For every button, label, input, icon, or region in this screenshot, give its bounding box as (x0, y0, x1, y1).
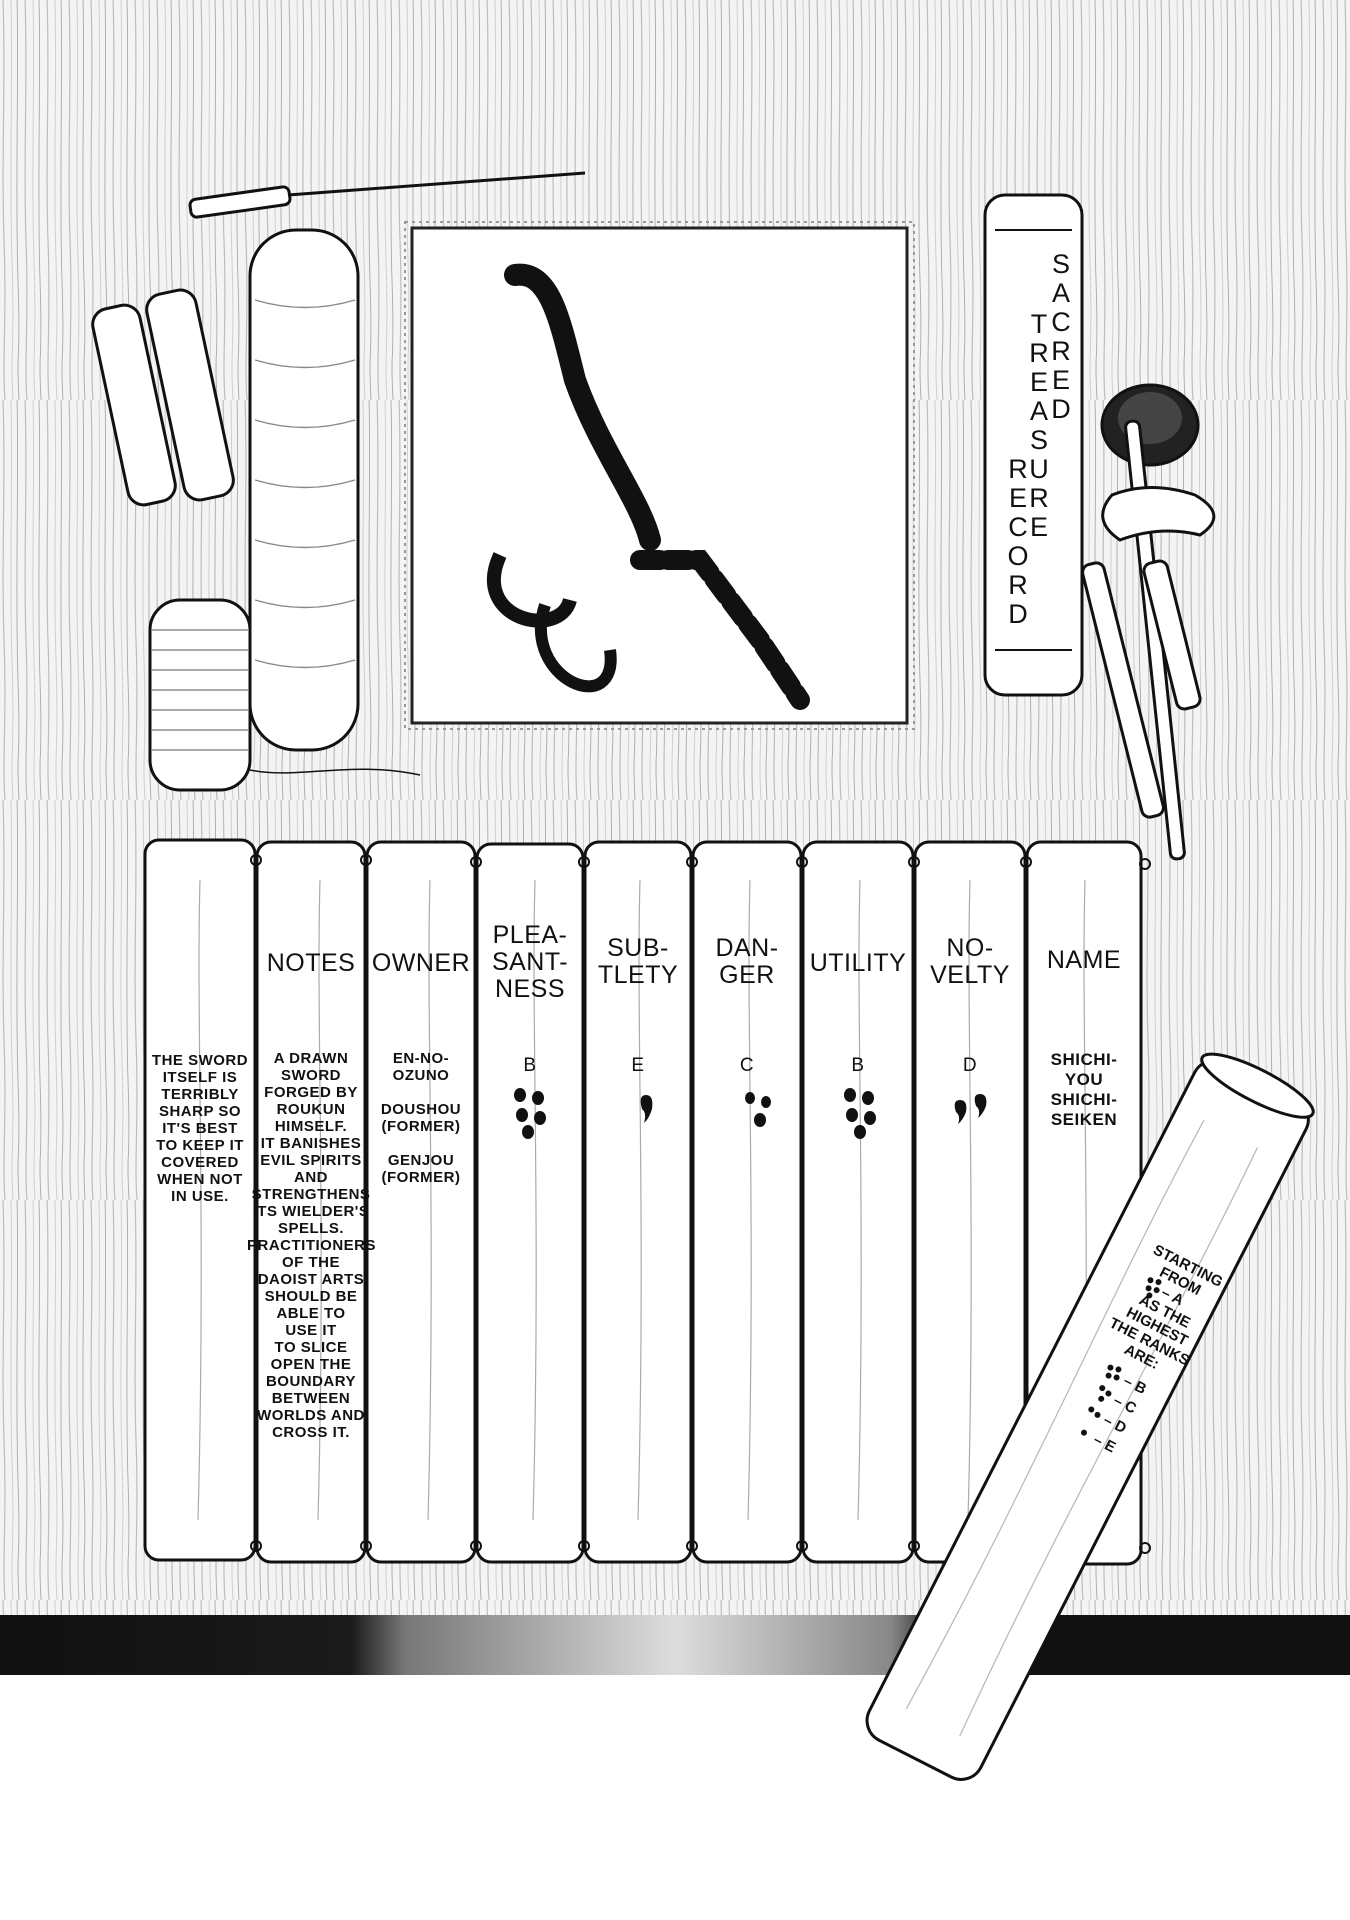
small-scrolls-icon (91, 288, 235, 507)
rank-key: STARTING FROM – A AS THE HIGHEST THE RAN… (1025, 1231, 1245, 1508)
value-novelty: D (962, 1055, 978, 1076)
header-name: NAME (1046, 946, 1122, 974)
rank-c-mark-icon (745, 1092, 771, 1127)
header-pleasantness: PLEA- SANT- NESS (491, 921, 569, 1003)
owner-text: EN-NO- OZUNO DOUSHOU (FORMER) GENJOU (FO… (380, 1050, 462, 1186)
header-utility: UTILITY (809, 949, 907, 977)
title-col-record: R E C O R D (1007, 454, 1029, 629)
value-danger: C (739, 1055, 755, 1076)
title-scroll-icon (983, 193, 1084, 697)
wrapped-roll-icon (248, 228, 360, 752)
title-col-sacred: S A C R E D (1051, 249, 1071, 424)
awl-icon (188, 171, 586, 219)
value-subtlety: E (631, 1055, 645, 1076)
rank-marks (514, 1088, 987, 1139)
bamboo-slats (143, 838, 1151, 1566)
tools-illustration (91, 171, 1216, 861)
rank-e-mark-icon (640, 1095, 653, 1123)
title-col-treasure: T R E A S U R E (1029, 309, 1049, 542)
rank-d-mark-icon (954, 1094, 987, 1124)
header-danger: DAN- GER (715, 934, 779, 989)
name-text: SHICHI- YOU SHICHI- SEIKEN (1050, 1050, 1118, 1129)
header-owner: OWNER (371, 949, 471, 977)
rank-b-mark-icon-2 (844, 1088, 876, 1139)
thread-spool-icon (148, 598, 421, 792)
notes-text: A DRAWN SWORD FORGED BY ROUKUN HIMSELF. … (247, 1050, 377, 1441)
header-notes: NOTES (266, 949, 356, 977)
value-utility: B (851, 1055, 865, 1076)
value-pleasantness: B (523, 1055, 537, 1076)
cloth-with-sword-icon (404, 221, 915, 730)
header-subtlety: SUB- TLETY (597, 934, 679, 989)
rank-key-marks (1080, 1277, 1162, 1436)
warning-text: THE SWORD ITSELF IS TERRIBLY SHARP SO IT… (151, 1052, 249, 1205)
header-novelty: NO- VELTY (930, 934, 1010, 989)
rank-b-mark-icon (514, 1088, 546, 1139)
